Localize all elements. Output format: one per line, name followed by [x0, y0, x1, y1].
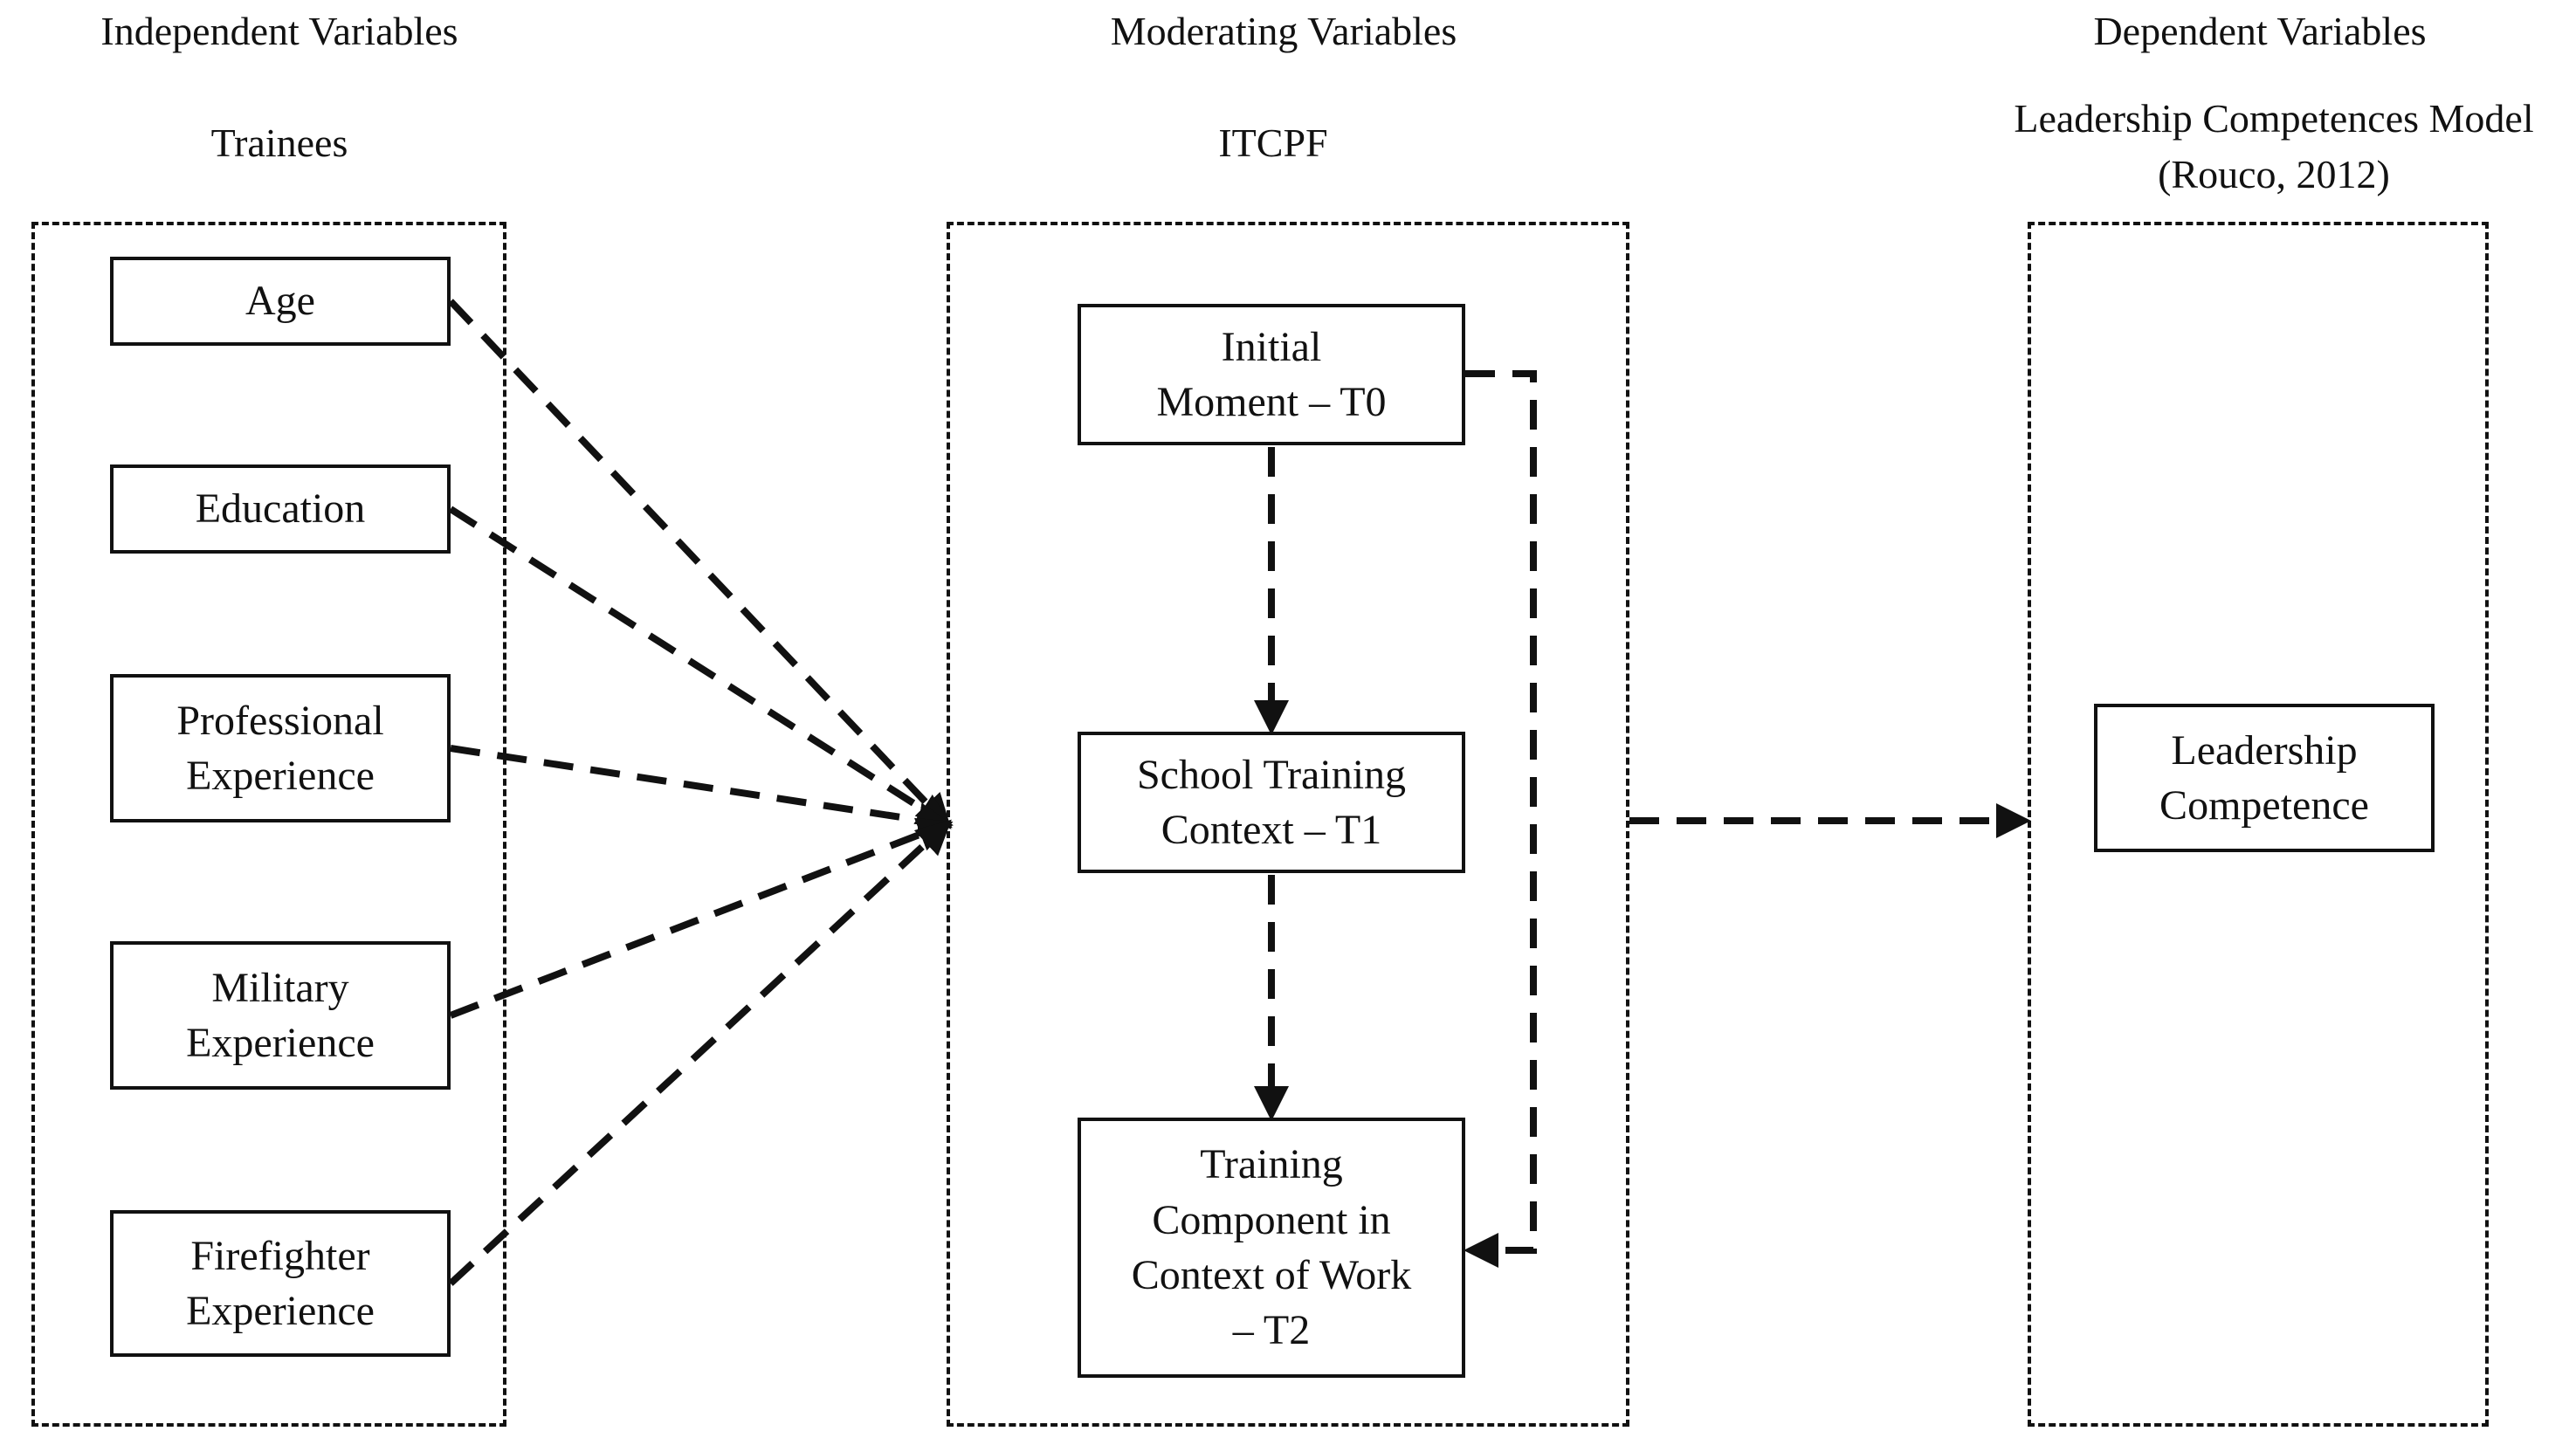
leadership-model-title-line: Leadership Competences Model [2014, 96, 2534, 141]
leadership-model-group-title: Leadership Competences Model (Rouco, 201… [2014, 91, 2533, 203]
military-experience-node: Military Experience [110, 941, 451, 1090]
initial-moment-t0-node: Initial Moment – T0 [1078, 304, 1465, 445]
education-node-label: Education [195, 485, 366, 533]
school-training-label-line2: Context – T1 [1161, 807, 1382, 853]
training-component-label-line2: Component in [1152, 1196, 1391, 1243]
arrow-age-to-itcpf [448, 299, 952, 829]
independent-variables-heading: Independent Variables [100, 9, 458, 53]
leadership-competence-node: Leadership Competence [2094, 704, 2435, 852]
school-training-context-t1-node: School Training Context – T1 [1078, 732, 1465, 873]
firefighter-experience-node: Firefighter Experience [110, 1210, 451, 1357]
arrow-education-to-itcpf [448, 506, 953, 829]
school-training-label-line1: School Training [1136, 751, 1407, 798]
firefighter-experience-label-line1: Firefighter [190, 1232, 370, 1279]
itcpf-group-title: ITCPF [1218, 120, 1328, 165]
age-node-label: Age [245, 278, 315, 325]
arrow-military-experience-to-itcpf [449, 817, 954, 1019]
initial-moment-label-line2: Moment – T0 [1156, 379, 1387, 425]
training-component-label-line4: – T2 [1232, 1307, 1311, 1354]
trainees-group-title: Trainees [210, 120, 348, 165]
military-experience-label-line1: Military [211, 964, 349, 1011]
military-experience-label-line2: Experience [186, 1020, 375, 1066]
leadership-competence-label-line1: Leadership [2171, 726, 2358, 774]
leadership-competence-label-line2: Competence [2159, 782, 2369, 829]
age-node: Age [110, 257, 451, 346]
training-component-work-t2-node: Training Component in Context of Work – … [1078, 1118, 1465, 1378]
arrow-professional-experience-to-itcpf [450, 745, 954, 837]
training-component-label-line3: Context of Work [1131, 1252, 1412, 1298]
initial-moment-label-line1: Initial [1221, 323, 1322, 370]
dependent-variables-heading: Dependent Variables [2093, 9, 2427, 53]
firefighter-experience-label-line2: Experience [186, 1288, 375, 1334]
arrow-firefighter-experience-to-itcpf [448, 819, 952, 1286]
education-node: Education [110, 464, 451, 554]
training-component-label-line1: Training [1200, 1141, 1343, 1188]
leadership-model-citation: (Rouco, 2012) [2158, 152, 2390, 196]
professional-experience-node: Professional Experience [110, 674, 451, 822]
professional-experience-label-line2: Experience [186, 753, 375, 799]
professional-experience-label-line1: Professional [176, 697, 384, 744]
moderating-variables-heading: Moderating Variables [1110, 9, 1457, 53]
